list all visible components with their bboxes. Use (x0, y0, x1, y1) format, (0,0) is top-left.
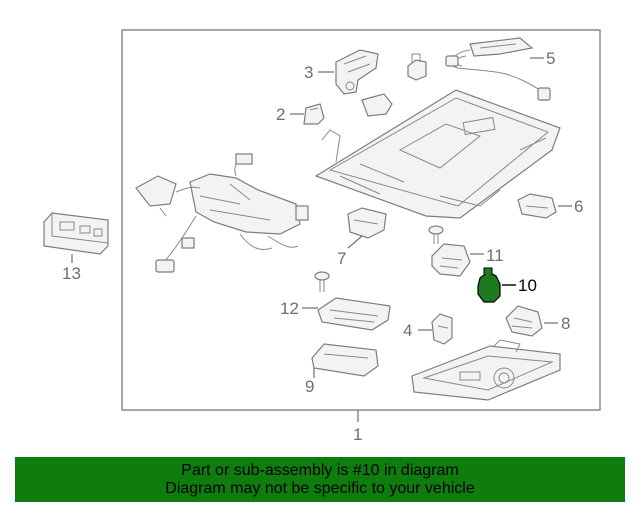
callout-4[interactable]: 4 (403, 321, 412, 340)
part-6-clip[interactable] (517, 193, 557, 219)
parts-diagram: 13 1 3 5 2 (43, 29, 601, 444)
callout-5[interactable]: 5 (546, 49, 555, 68)
console-housing (314, 89, 561, 219)
callout-12[interactable]: 12 (280, 299, 299, 318)
part-2-bracket[interactable] (303, 103, 325, 125)
info-banner: Part or sub-assembly is #10 in diagram D… (15, 457, 625, 502)
callout-6[interactable]: 6 (574, 197, 583, 216)
banner-line-2: Diagram may not be specific to your vehi… (165, 479, 475, 497)
part-13-module[interactable] (43, 212, 109, 255)
screw-b (314, 271, 330, 292)
part-8-clip[interactable] (505, 305, 543, 337)
part-5-harness[interactable] (445, 37, 551, 101)
banner-line-1: Part or sub-assembly is #10 in diagram (181, 461, 459, 479)
part-12-cover[interactable] (317, 297, 391, 331)
part-10-highlighted[interactable] (477, 267, 501, 303)
part-7-bracket[interactable] (347, 207, 387, 239)
callout-11[interactable]: 11 (486, 246, 504, 265)
callout-2[interactable]: 2 (276, 105, 285, 124)
callout-1[interactable]: 1 (353, 425, 362, 444)
leader-7 (347, 235, 363, 249)
part-11-connector[interactable] (431, 243, 471, 277)
callout-8[interactable]: 8 (561, 314, 570, 333)
callout-7[interactable]: 7 (337, 249, 346, 268)
bracket-small (361, 93, 393, 117)
wiring-harness (135, 153, 309, 273)
screw-a (428, 225, 444, 244)
callout-3[interactable]: 3 (304, 63, 313, 82)
clip-part (407, 53, 427, 81)
callout-9[interactable]: 9 (305, 377, 314, 396)
lower-console-panel (411, 339, 561, 401)
callout-10[interactable]: 10 (518, 276, 537, 295)
part-4-bracket[interactable] (431, 313, 453, 345)
part-3-bracket[interactable] (335, 49, 379, 95)
callout-13[interactable]: 13 (62, 264, 81, 283)
